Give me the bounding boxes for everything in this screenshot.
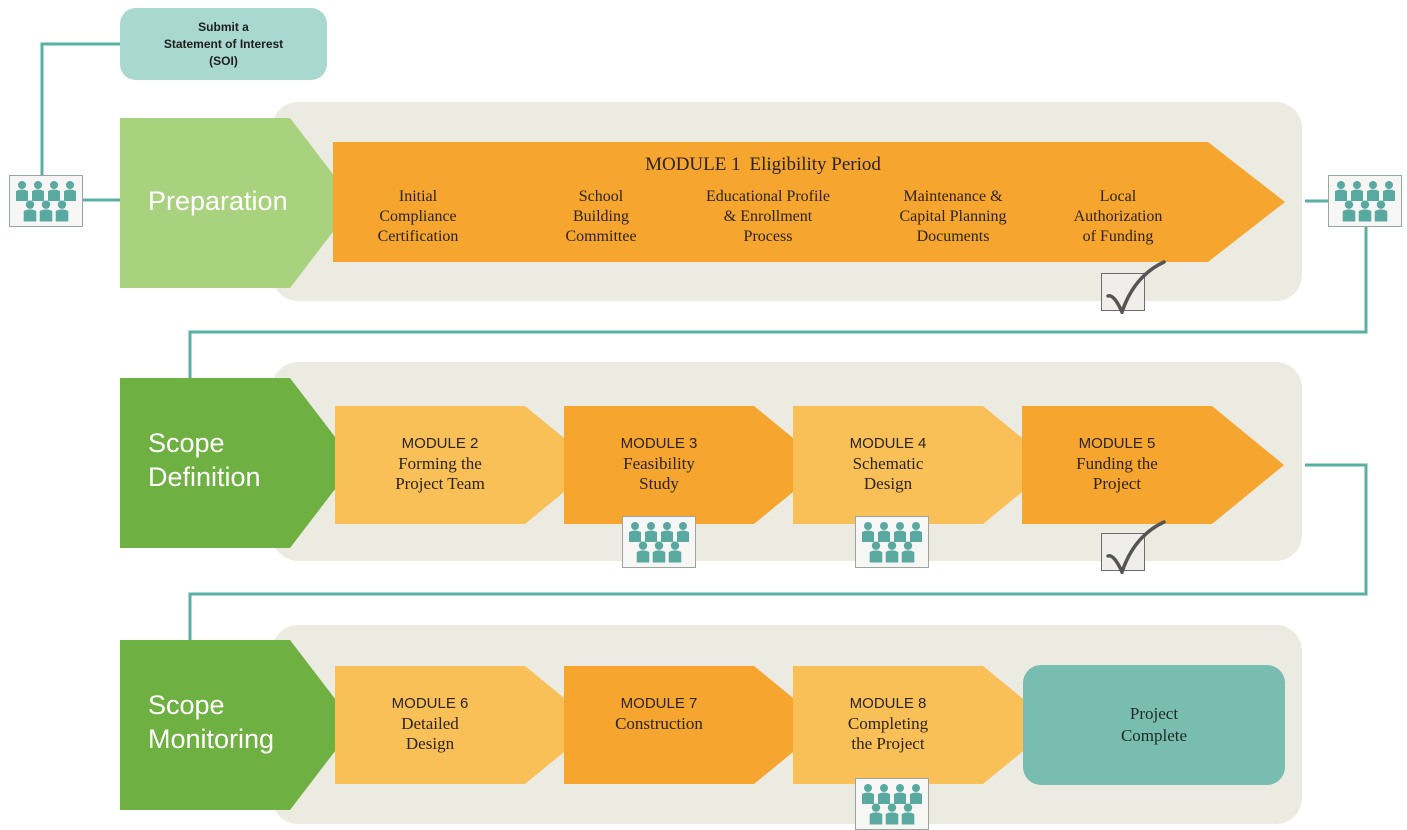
module-1-step: Initial Compliance Certification (377, 188, 459, 245)
module-1-step: School Building Committee (565, 188, 637, 245)
module-5-arrow: MODULE 5 Funding the Project (1022, 406, 1287, 524)
module-8-arrow: MODULE 8 Completing the Project (793, 666, 1058, 784)
checkmark-icon (1101, 260, 1166, 314)
module-1-step: Local Authorization of Funding (1073, 188, 1163, 245)
module-label: MODULE 7 (620, 695, 698, 712)
module-3-text: MODULE 3 Feasibility Study (564, 434, 754, 494)
module-4-text: MODULE 4 Schematic Design (793, 434, 983, 494)
module-title: Completing the Project (847, 714, 929, 753)
phase-scope-monitoring: Scope Monitoring (120, 640, 360, 810)
module-2-text: MODULE 2 Forming the Project Team (345, 434, 535, 494)
people-group-icon (855, 516, 929, 568)
module-title: Schematic Design (852, 454, 924, 493)
module-title: Feasibility Study (623, 454, 695, 493)
module-title: Forming the Project Team (395, 454, 485, 493)
module-7-text: MODULE 7 Construction (564, 694, 754, 734)
module-6-arrow: MODULE 6 Detailed Design (335, 666, 600, 784)
module-label: MODULE 2 (401, 435, 479, 452)
module-label: MODULE 3 (620, 435, 698, 452)
module-label: MODULE 6 (391, 695, 469, 712)
phase-preparation: Preparation (120, 118, 360, 288)
phase-label: Scope Monitoring (148, 690, 275, 754)
module-title: Construction (615, 714, 703, 733)
module-label: MODULE 4 (849, 435, 927, 452)
module-6-text: MODULE 6 Detailed Design (335, 694, 525, 754)
module-1-name: Eligibility Period (749, 154, 881, 175)
module-1-arrow: MODULE 1 Eligibility Period Initial Comp… (333, 142, 1288, 262)
people-group-icon (9, 175, 83, 227)
phase-label: Scope Definition (148, 428, 261, 492)
module-1-title: MODULE 1 Eligibility Period (333, 154, 1193, 176)
module-2-arrow: MODULE 2 Forming the Project Team (335, 406, 600, 524)
module-7-arrow: MODULE 7 Construction (564, 666, 829, 784)
module-3-arrow: MODULE 3 Feasibility Study (564, 406, 829, 524)
phase-scope-definition: Scope Definition (120, 378, 360, 548)
module-5-text: MODULE 5 Funding the Project (1022, 434, 1212, 494)
module-4-arrow: MODULE 4 Schematic Design (793, 406, 1058, 524)
module-title: Detailed Design (401, 714, 459, 753)
people-group-icon (1328, 175, 1402, 227)
phase-label: Preparation (148, 186, 288, 216)
module-label: MODULE 5 (1078, 435, 1156, 452)
module-1-label: MODULE 1 (645, 154, 741, 175)
module-title: Funding the Project (1076, 454, 1158, 493)
people-group-icon (622, 516, 696, 568)
project-complete-box: Project Complete (1023, 665, 1285, 785)
module-8-text: MODULE 8 Completing the Project (793, 694, 983, 754)
module-1-step: Maintenance & Capital Planning Documents (899, 188, 1007, 245)
module-label: MODULE 8 (849, 695, 927, 712)
submit-soi-box: Submit a Statement of Interest (SOI) (120, 8, 327, 80)
checkmark-icon (1101, 520, 1166, 574)
people-group-icon (855, 778, 929, 830)
module-1-step: Educational Profile & Enrollment Process (706, 188, 830, 245)
